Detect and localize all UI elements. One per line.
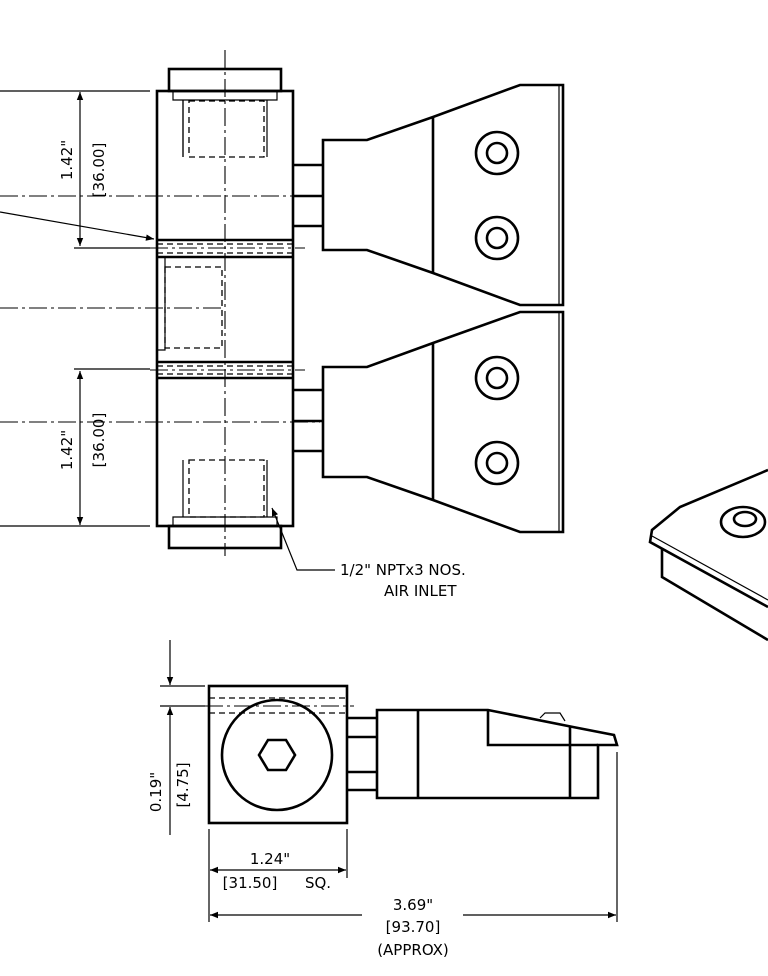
square-dim-suffix: SQ. — [305, 874, 331, 892]
overall-dim-mm: [93.70] — [386, 918, 441, 936]
leader-arrow — [0, 211, 155, 241]
middle-port-hidden — [164, 266, 223, 349]
air-inlet-note-line2: AIR INLET — [384, 582, 457, 600]
nozzle-hole-icon — [474, 355, 520, 401]
lower-dim-inch: 1.42" — [58, 430, 76, 470]
manifold-front-view — [0, 50, 320, 556]
square-dim-inch: 1.24" — [250, 850, 290, 868]
lower-dim-mm: [36.00] — [90, 413, 108, 468]
upper-dim-mm: [36.00] — [90, 143, 108, 198]
isometric-view-partial — [648, 468, 768, 642]
side-view — [205, 684, 619, 825]
nozzle-hole-icon — [474, 440, 520, 486]
lower-nozzle — [293, 310, 565, 534]
hex-socket-icon — [257, 738, 297, 772]
upper-port-hidden — [188, 100, 265, 158]
offset-dim-mm: [4.75] — [174, 762, 192, 807]
upper-dim-inch: 1.42" — [58, 140, 76, 180]
nozzle-hole-icon — [474, 130, 520, 176]
offset-dim-inch: 0.19" — [147, 772, 165, 812]
overall-dim-inch: 3.69" — [393, 896, 433, 914]
square-dim-mm: [31.50] — [223, 874, 278, 892]
air-inlet-leader — [271, 507, 335, 571]
manifold-side — [207, 684, 349, 825]
plug-circle — [220, 698, 334, 812]
lower-port-hidden — [188, 459, 265, 518]
overall-dim-qualifier: (APPROX) — [377, 941, 449, 959]
upper-nozzle — [293, 83, 565, 307]
nozzle-hole-icon — [474, 215, 520, 261]
front-dimensions: 1.42" [36.00] 1.42" [36.00] 1/2" NPTx3 N… — [0, 90, 466, 600]
side-dimensions: 0.19" [4.75] 1.24" [31.50] SQ. 3.69" [93… — [147, 640, 618, 959]
air-inlet-note-line1: 1/2" NPTx3 NOS. — [340, 561, 466, 579]
